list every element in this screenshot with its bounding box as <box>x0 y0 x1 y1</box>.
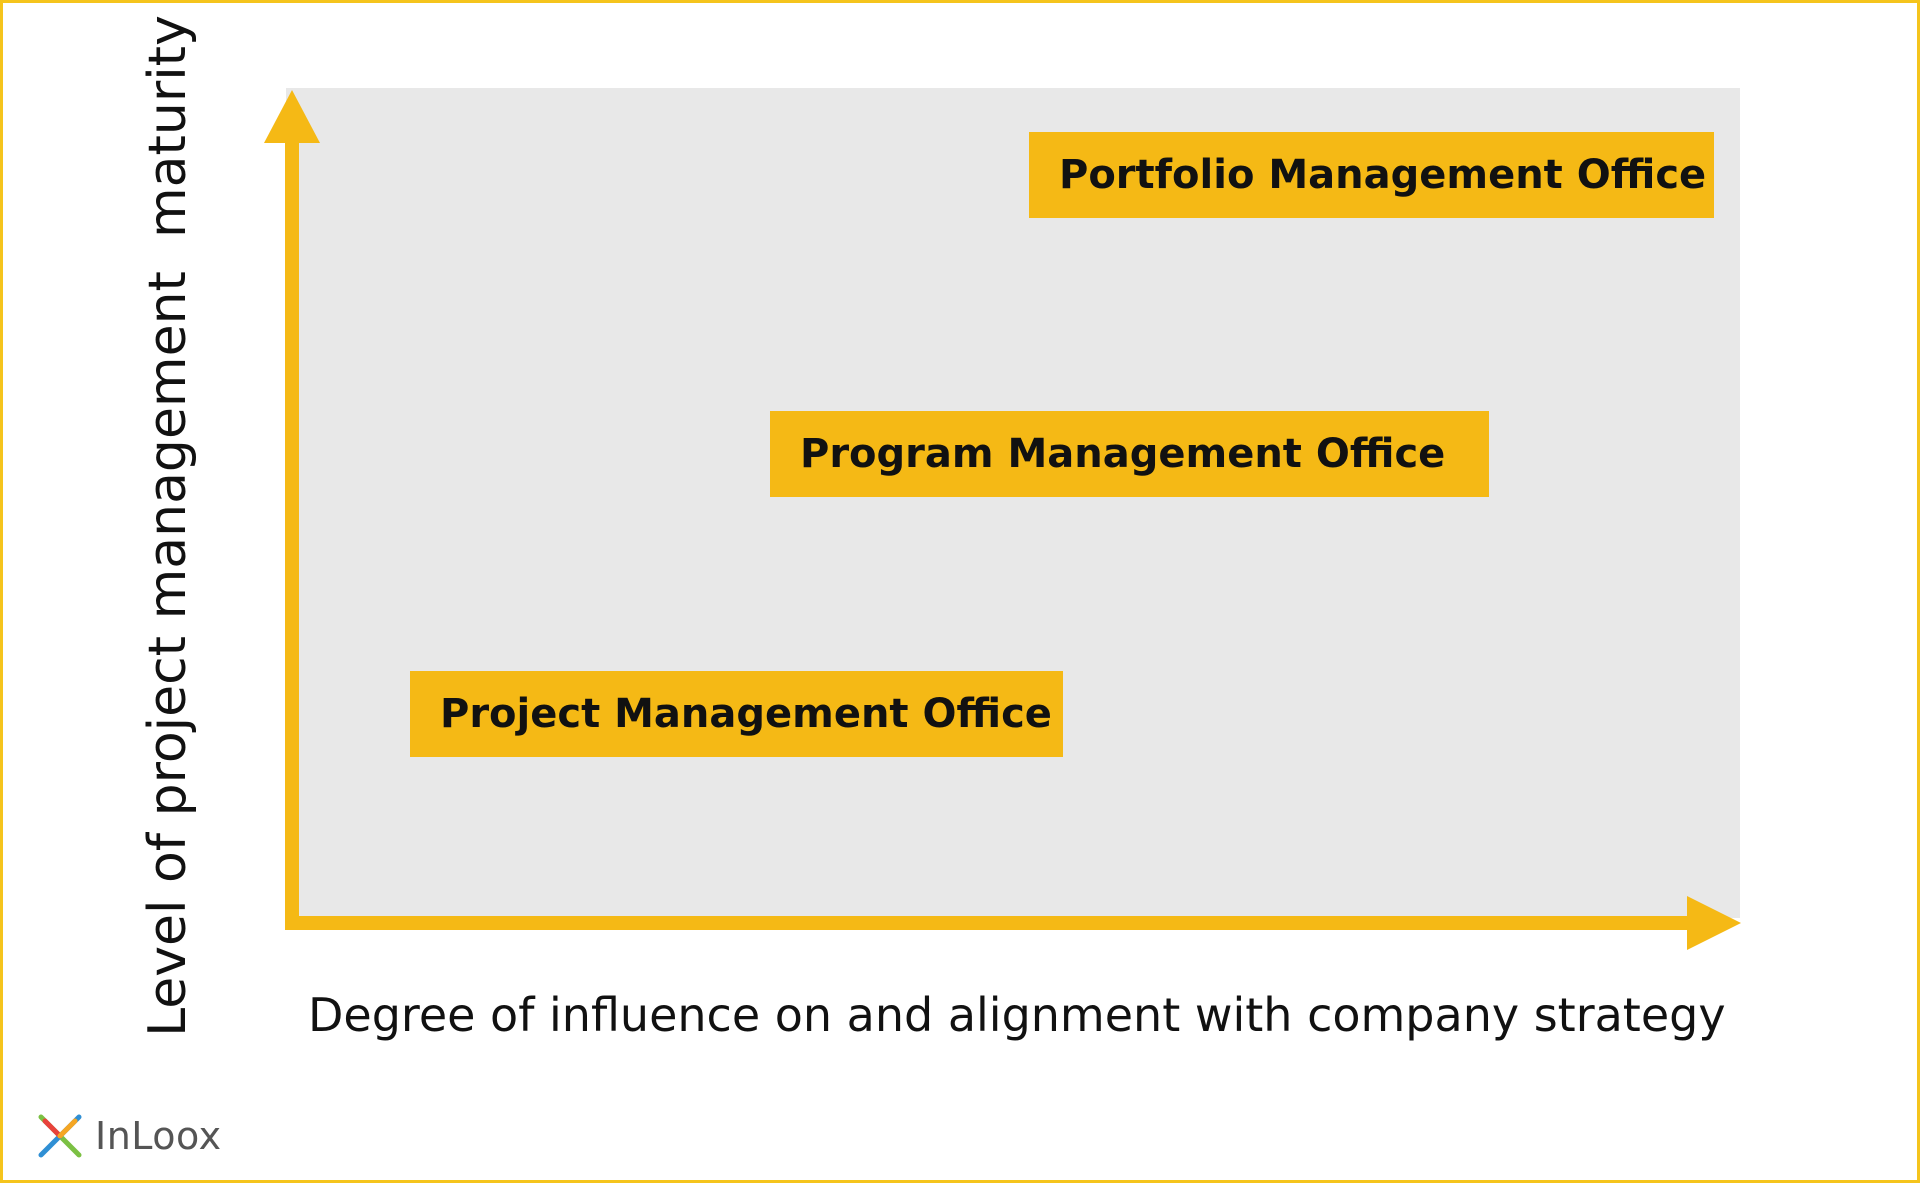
y-axis-label: Level of project management maturity <box>138 15 198 1037</box>
program-management-office-label: Program Management Office <box>800 431 1446 477</box>
x-axis-label: Degree of influence on and alignment wit… <box>308 988 1726 1042</box>
inloox-brand-name: InLoox <box>95 1114 222 1158</box>
inloox-logo: InLoox <box>35 1111 222 1161</box>
project-management-office-box: Project Management Office <box>410 671 1063 757</box>
portfolio-management-office-label: Portfolio Management Office <box>1059 152 1707 198</box>
program-management-office-box: Program Management Office <box>770 411 1489 497</box>
plot-area <box>286 88 1740 918</box>
inloox-x-logo-icon <box>38 1114 82 1158</box>
project-management-office-label: Project Management Office <box>440 691 1052 737</box>
portfolio-management-office-box: Portfolio Management Office <box>1029 132 1714 218</box>
